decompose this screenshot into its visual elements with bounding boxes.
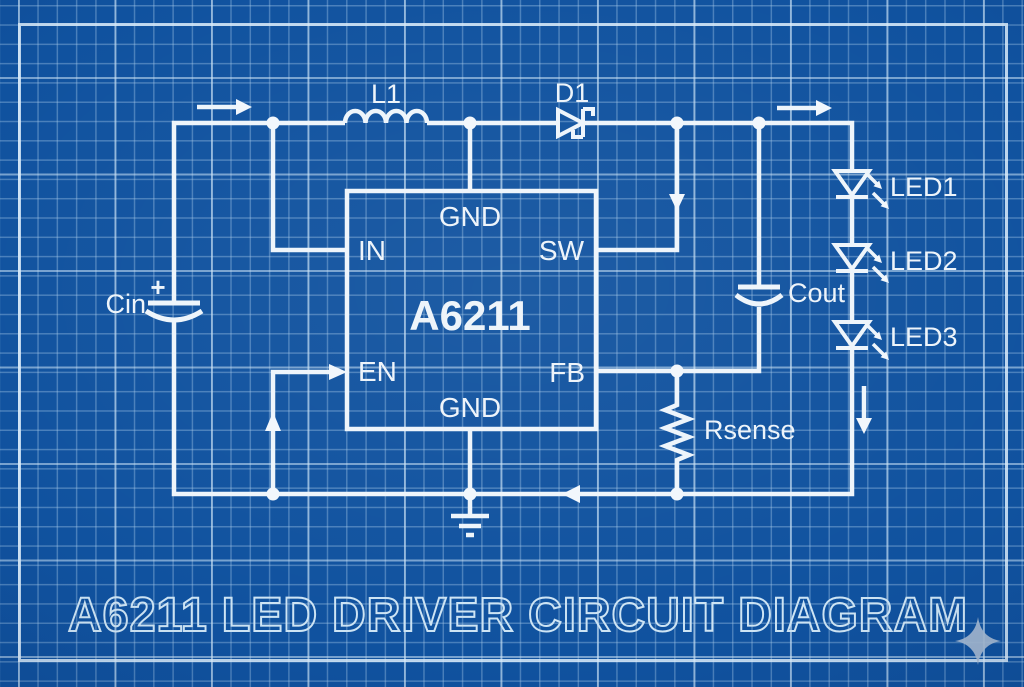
junction-dot xyxy=(670,364,684,378)
inductor-label: L1 xyxy=(371,79,401,109)
blueprint-frame xyxy=(18,23,1008,662)
current-arrow-down-icon xyxy=(856,386,872,434)
junction-dots xyxy=(266,116,766,501)
wire-top-right xyxy=(583,120,855,171)
inductor-symbol: L1 xyxy=(342,79,430,124)
led-emission-arrows-icon xyxy=(864,245,891,285)
wire-in-branch xyxy=(270,123,347,253)
ic-pin-gnd-bottom-label: GND xyxy=(439,392,501,423)
junction-dot xyxy=(463,116,477,130)
current-arrow-up-icon xyxy=(265,412,281,431)
wire-sw-branch xyxy=(596,123,680,253)
input-capacitor-label: Cin xyxy=(105,289,146,319)
ic-pin-in-label: IN xyxy=(358,235,386,266)
wire-bottom-rail xyxy=(171,319,855,497)
ic-pin-sw-label: SW xyxy=(539,235,585,266)
ic-pin-fb-label: FB xyxy=(549,357,585,388)
current-arrow-right-icon xyxy=(777,100,832,116)
junction-dot xyxy=(266,487,280,501)
ic-block: GND IN SW A6211 EN FB GND xyxy=(344,188,599,432)
ic-pin-gnd-top-label: GND xyxy=(439,201,501,232)
led1-label: LED1 xyxy=(890,172,958,202)
page-title: A6211 LED DRIVER CIRCUIT DIAGRAM xyxy=(68,589,968,642)
junction-dot xyxy=(752,116,766,130)
current-arrow-right-icon xyxy=(329,364,347,380)
ground-symbol xyxy=(451,513,489,538)
junction-dot xyxy=(463,487,477,501)
sparkle-icon xyxy=(955,617,1001,665)
wire-en-branch xyxy=(270,369,331,494)
plus-polarity-icon: + xyxy=(150,272,165,302)
sense-resistor-label: Rsense xyxy=(704,415,796,445)
ic-pin-en-label: EN xyxy=(358,356,397,387)
input-capacitor-symbol: Cin + xyxy=(105,272,204,323)
sense-resistor-symbol: Rsense xyxy=(658,371,796,494)
current-arrow-right-icon xyxy=(197,99,252,115)
junction-dot xyxy=(670,487,684,501)
output-capacitor-label: Cout xyxy=(788,278,846,308)
led2-label: LED2 xyxy=(890,246,958,276)
led2-symbol: LED2 xyxy=(831,243,958,285)
current-arrow-left-icon xyxy=(562,485,580,503)
ic-name-label: A6211 xyxy=(409,292,530,339)
current-arrow-down-icon xyxy=(669,194,685,211)
junction-dot xyxy=(266,116,280,130)
led-emission-arrows-icon xyxy=(864,322,891,362)
output-capacitor-symbol: Cout xyxy=(734,278,846,308)
led3-symbol: LED3 xyxy=(831,320,958,362)
led1-symbol: LED1 xyxy=(831,169,958,211)
led-emission-arrows-icon xyxy=(864,171,891,211)
junction-dot xyxy=(670,116,684,130)
ic-outline xyxy=(344,188,599,432)
wire-fb-branch xyxy=(596,307,762,374)
diode-symbol: D1 xyxy=(555,78,595,140)
diode-label: D1 xyxy=(555,78,590,108)
wire-top-left xyxy=(171,120,345,303)
led3-label: LED3 xyxy=(890,322,958,352)
current-arrows xyxy=(197,99,872,503)
